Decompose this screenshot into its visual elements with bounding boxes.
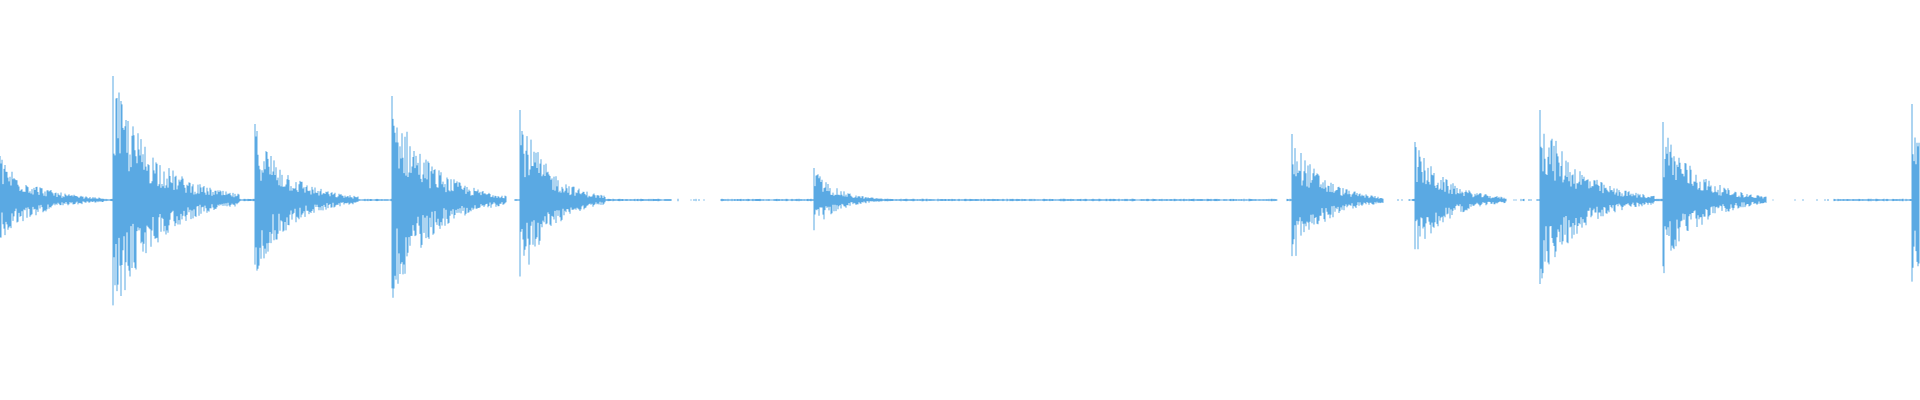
waveform-transient-1: [112, 76, 240, 306]
waveform-transient-9: [1662, 122, 1767, 274]
waveform-transient-6: [1291, 134, 1384, 257]
waveform-transient-10: [1911, 104, 1920, 282]
waveform-transient-7: [1414, 142, 1507, 250]
waveform-transient-4: [519, 110, 606, 277]
waveform-transient-8: [1539, 110, 1655, 284]
waveform-transient-0: [0, 156, 104, 238]
waveform-transient-3: [391, 96, 507, 298]
waveform-transient-2: [254, 124, 359, 271]
waveform-transient-5: [813, 168, 883, 231]
